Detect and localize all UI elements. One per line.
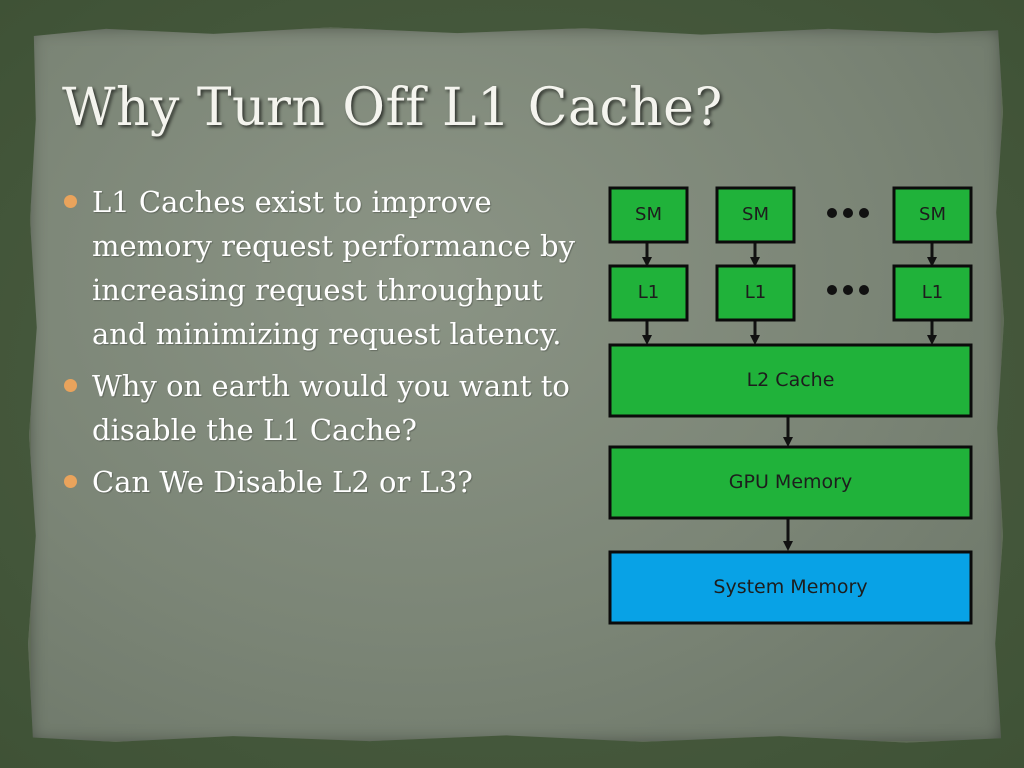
ellipsis-l1-row: [827, 285, 869, 295]
bullet-icon: [64, 195, 77, 208]
sm-node-2: SM: [715, 186, 796, 244]
sm-node-1: SM: [608, 186, 689, 244]
bullet-icon: [64, 475, 77, 488]
bullet-list: L1 Caches exist to improve memory reques…: [62, 180, 582, 512]
slide-title: Why Turn Off L1 Cache?: [62, 78, 723, 138]
bullet-item: Why on earth would you want to disable t…: [62, 364, 582, 452]
l1-label: L1: [745, 282, 766, 303]
sm-node-3: SM: [892, 186, 973, 244]
ellipsis-sm-row: [827, 208, 869, 218]
sm-label: SM: [742, 204, 769, 225]
system-memory-node: System Memory: [608, 550, 973, 625]
bullet-text: Can We Disable L2 or L3?: [92, 465, 473, 499]
l1-node-2: L1: [715, 264, 796, 322]
l1-node-1: L1: [608, 264, 689, 322]
memory-hierarchy-diagram: SM SM SM L1 L1 L1 L2 Cache GPU Memory: [608, 186, 973, 625]
l2-cache-node: L2 Cache: [608, 343, 973, 418]
l1-label: L1: [638, 282, 659, 303]
bullet-text: L1 Caches exist to improve memory reques…: [92, 185, 575, 351]
bullet-item: Can We Disable L2 or L3?: [62, 460, 582, 504]
bullet-item: L1 Caches exist to improve memory reques…: [62, 180, 582, 356]
l1-node-3: L1: [892, 264, 973, 322]
bullet-text: Why on earth would you want to disable t…: [92, 369, 570, 447]
gpu-memory-node: GPU Memory: [608, 445, 973, 520]
bullet-icon: [64, 379, 77, 392]
sm-label: SM: [635, 204, 662, 225]
l2-cache-label: L2 Cache: [747, 369, 835, 391]
gpu-memory-label: GPU Memory: [729, 471, 852, 493]
system-memory-label: System Memory: [713, 576, 867, 598]
l1-label: L1: [922, 282, 943, 303]
sm-label: SM: [919, 204, 946, 225]
